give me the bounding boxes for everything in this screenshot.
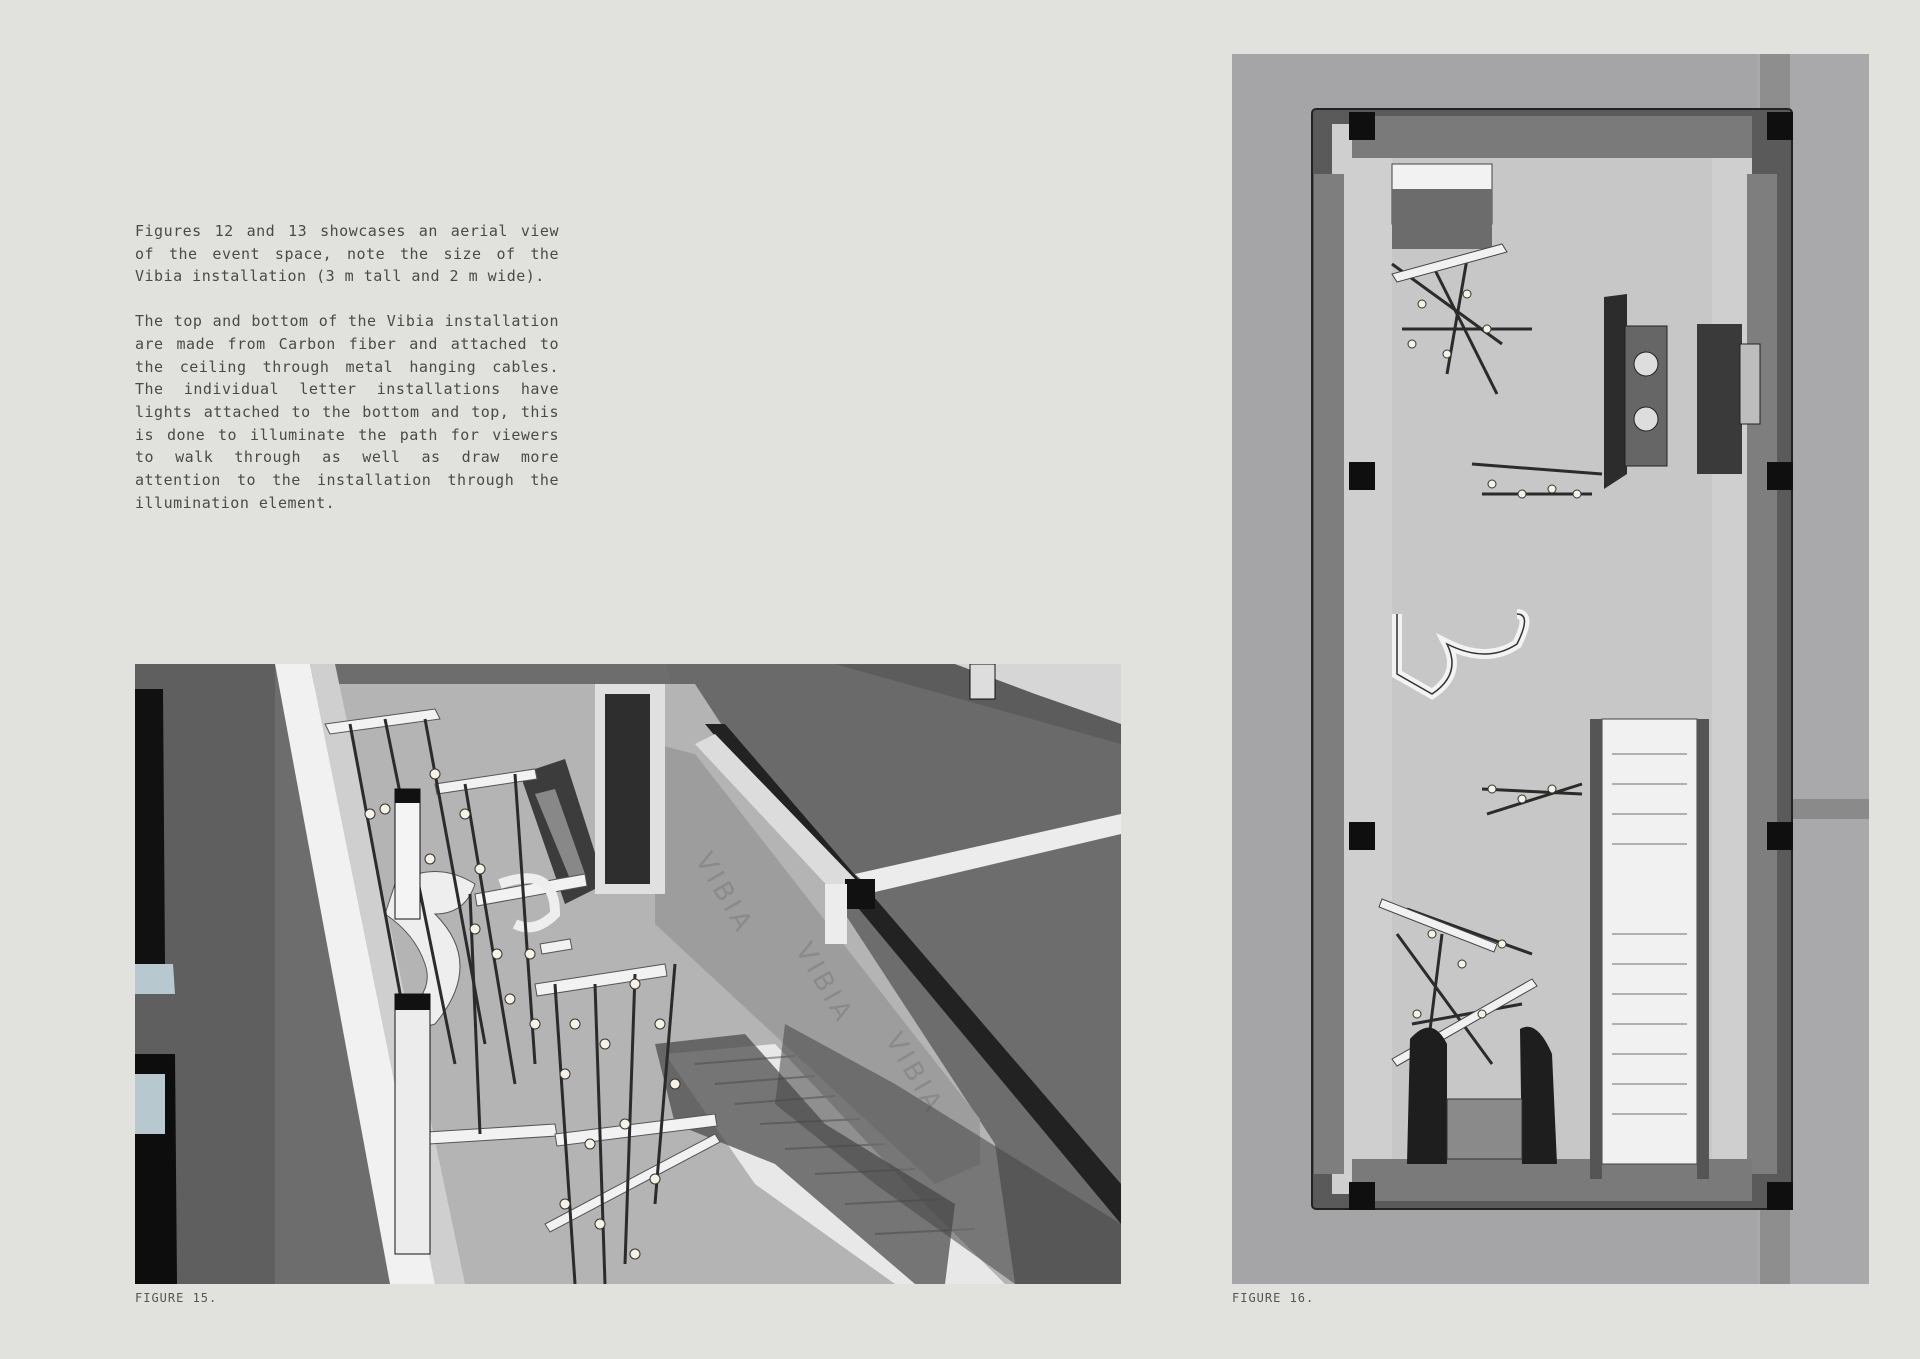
figure-15-render: VIBIA VIBIA VIBIA [135,664,1121,1284]
figure-16-render [1232,54,1869,1284]
paragraph-materials: The top and bottom of the Vibia installa… [135,312,559,512]
figure-16-caption: FIGURE 16. [1232,1291,1315,1305]
figure-16-aerial-plan [1232,54,1869,1284]
paragraph-intro: Figures 12 and 13 showcases an aerial vi… [135,222,559,286]
figure-15-caption: FIGURE 15. [135,1291,218,1305]
body-text: Figures 12 and 13 showcases an aerial vi… [135,220,559,536]
figure-15-aerial-perspective: VIBIA VIBIA VIBIA [135,664,1121,1284]
